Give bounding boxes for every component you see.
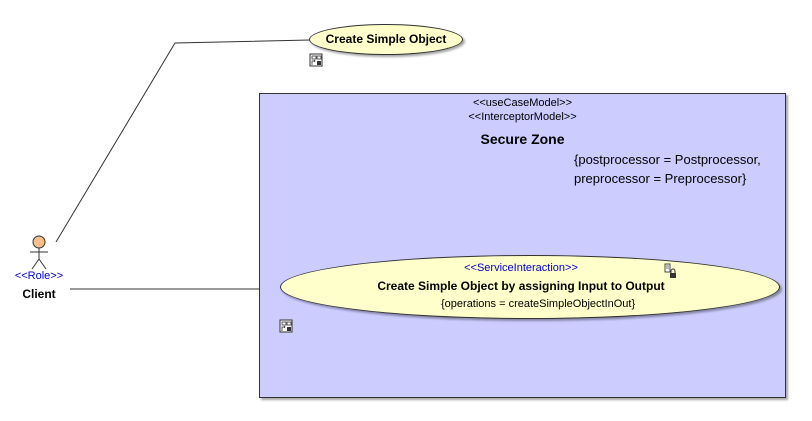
association-client-to-create-simple-object <box>55 39 311 243</box>
boundary-constraint-line-1: {postprocessor = Postprocessor, <box>574 152 761 167</box>
use-case-constraint: {operations = createSimpleObjectInOut} <box>441 298 636 310</box>
diagram-link-icon[interactable] <box>309 53 323 67</box>
stereotype-interceptor-model: <<InterceptorModel>> <box>468 111 577 123</box>
use-case-create-simple-object-in-out[interactable]: <<ServiceInteraction>> Create Simple Obj… <box>280 255 780 319</box>
use-case-stereotype: <<ServiceInteraction>> <box>464 262 578 274</box>
actor-name: Client <box>22 287 56 301</box>
boundary-constraint-line-2: preprocessor = Preprocessor} <box>574 171 747 186</box>
actor-client[interactable]: <<Role>> Client <box>8 233 70 303</box>
use-case-title: Create Simple Object by assigning Input … <box>377 279 665 293</box>
actor-icon <box>30 235 48 270</box>
secure-zone-boundary[interactable]: <<useCaseModel>> <<InterceptorModel>> Se… <box>259 93 786 398</box>
actor-stereotype: <<Role>> <box>14 270 64 282</box>
diagram-link-icon[interactable] <box>279 319 293 333</box>
use-case-create-simple-object[interactable]: Create Simple Object <box>309 24 463 55</box>
stereotype-use-case-model: <<useCaseModel>> <box>472 97 573 109</box>
lock-icon <box>664 263 676 278</box>
use-case-title: Create Simple Object <box>325 32 447 46</box>
boundary-title: Secure Zone <box>480 131 565 147</box>
